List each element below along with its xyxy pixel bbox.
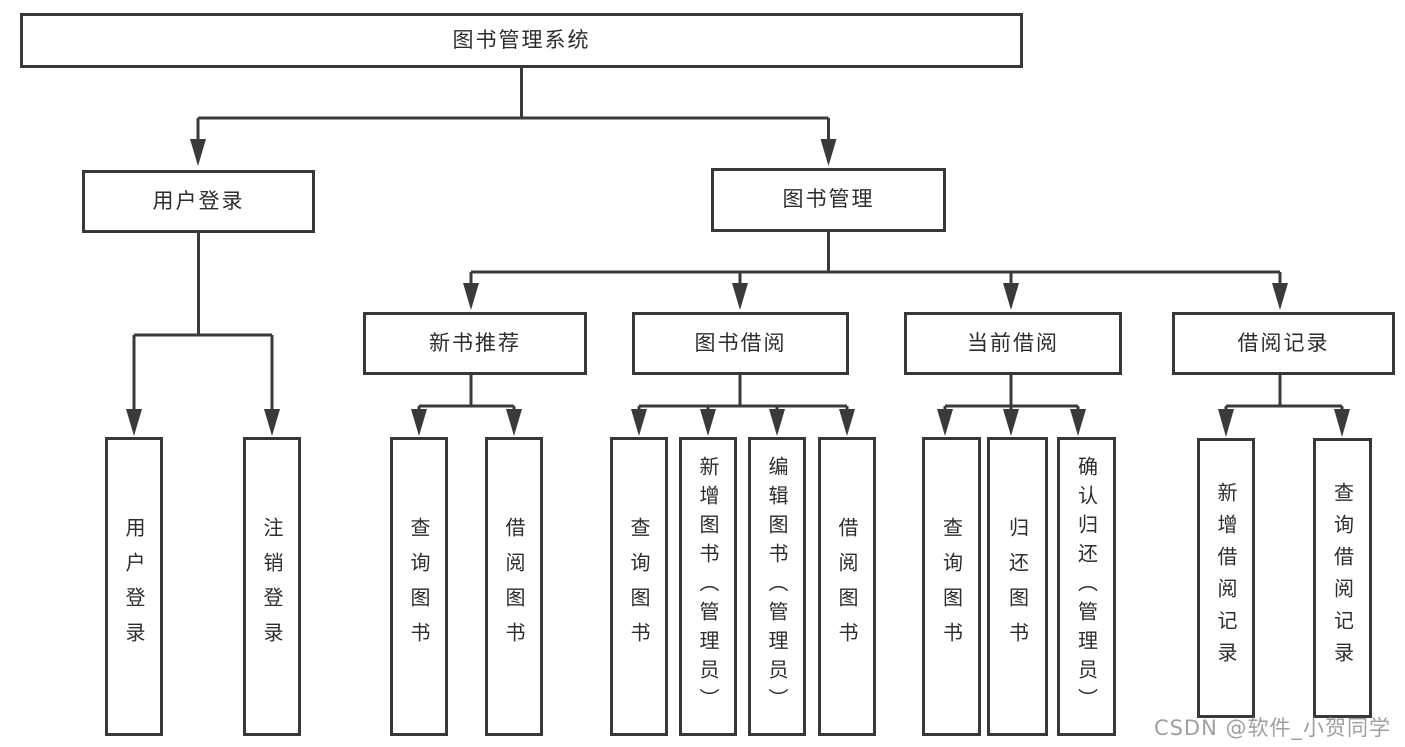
csdn-watermark: CSDN @软件_小贺同学: [1153, 716, 1391, 740]
node-borrowing-records: 借阅记录: [1172, 312, 1395, 375]
node-current-borrowing: 当前借阅: [904, 312, 1122, 375]
leaf-confirm-return-admin: 确认归还（管理员）: [1057, 437, 1116, 736]
leaf-query-books-current: 查询图书: [922, 437, 981, 736]
node-library-management-system: 图书管理系统: [20, 13, 1023, 68]
leaf-logout: 注销登录: [243, 437, 301, 736]
node-book-management: 图书管理: [711, 168, 946, 232]
node-user-login: 用户登录: [82, 170, 315, 233]
leaf-user-login: 用户登录: [105, 437, 163, 736]
leaf-borrow-book: 借阅图书: [818, 437, 876, 736]
node-new-book-recommend: 新书推荐: [363, 312, 587, 375]
leaf-query-books-recommend: 查询图书: [390, 437, 448, 736]
node-book-borrowing: 图书借阅: [632, 312, 849, 375]
leaf-add-book-admin: 新增图书（管理员）: [679, 437, 737, 736]
leaf-query-borrow-record: 查询借阅记录: [1313, 438, 1372, 718]
leaf-add-borrow-record: 新增借阅记录: [1197, 438, 1255, 718]
leaf-borrow-books-recommend: 借阅图书: [485, 437, 543, 736]
leaf-return-book: 归还图书: [987, 437, 1048, 736]
leaf-query-books-borrowing: 查询图书: [610, 437, 668, 736]
leaf-edit-book-admin: 编辑图书（管理员）: [748, 437, 806, 736]
